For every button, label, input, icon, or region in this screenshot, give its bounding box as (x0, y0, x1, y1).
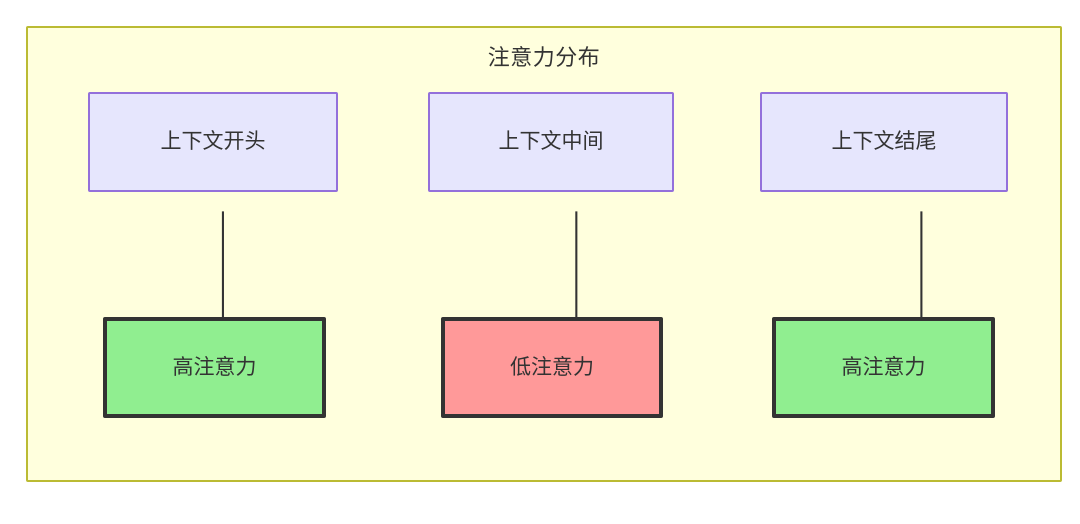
node-attention-end[interactable]: 高注意力 (772, 317, 995, 418)
node-context-start[interactable]: 上下文开头 (88, 92, 338, 192)
subgraph-title: 注意力分布 (487, 45, 601, 70)
node-attention-middle-label: 低注意力 (510, 355, 594, 379)
node-context-middle[interactable]: 上下文中间 (428, 92, 674, 192)
node-context-end-label: 上下文结尾 (831, 130, 937, 154)
node-context-start-label: 上下文开头 (160, 130, 266, 154)
node-attention-end-label: 高注意力 (841, 355, 926, 379)
node-context-middle-label: 上下文中间 (498, 130, 604, 154)
node-attention-start-label: 高注意力 (172, 355, 257, 379)
node-attention-middle[interactable]: 低注意力 (441, 317, 663, 418)
node-context-end[interactable]: 上下文结尾 (760, 92, 1008, 192)
node-attention-start[interactable]: 高注意力 (103, 317, 326, 418)
diagram-canvas: 注意力分布 上下文开头 上下文中间 上下文结尾 高注意力 (26, 26, 1062, 482)
